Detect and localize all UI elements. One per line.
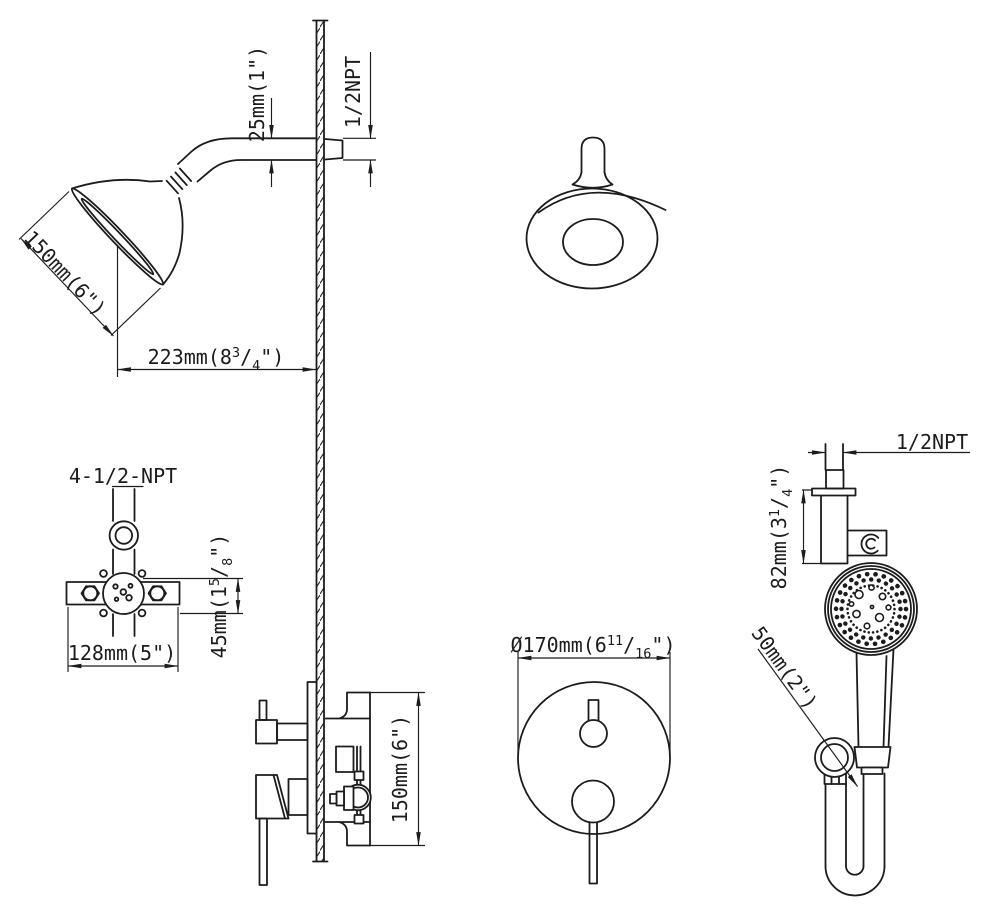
head-face-label: 150mm(6") (19, 226, 111, 321)
supply-nut (825, 469, 845, 490)
dim-arm-od: 25mm(1") (245, 46, 274, 187)
trim-plate-front-view (517, 681, 671, 885)
valve-ear-screw (99, 569, 108, 578)
dim-head-reach: 223mm(83/4") (116, 245, 317, 377)
bracket-tube (820, 494, 849, 565)
dim-plate-diameter: Ø170mm(611/16") (511, 633, 676, 756)
lever-handle-rod (258, 817, 268, 886)
diverter-knob-stub (258, 699, 268, 721)
lever-handle-body (255, 774, 290, 820)
diverter-knob-front (579, 719, 608, 748)
hose-inner-bend (845, 865, 865, 876)
valve-top-pipe (112, 488, 136, 522)
ring-diameter-label: 50mm(2") (747, 622, 823, 714)
head-front-stem (580, 136, 606, 173)
dim-valve-depth: 150mm(6") (370, 691, 425, 847)
dim-arm-thread: 1/2NPT (341, 52, 376, 187)
lever-rod-front (588, 821, 598, 885)
head-front-flare (571, 171, 614, 189)
valve-body-bottom-block (324, 821, 371, 847)
bracket-flange (811, 487, 857, 497)
valve-ear-screw (99, 608, 108, 618)
center-nozzles (848, 584, 892, 630)
valve-ear-screw (137, 608, 147, 618)
trim-plate-disc (517, 681, 671, 835)
shower-head-front-view (525, 136, 667, 290)
valve-height-label: 45mm(15/8") (207, 534, 236, 659)
dim-valve-width: 128mm(5") (67, 607, 179, 672)
head-reach-label: 223mm(83/4") (148, 345, 285, 374)
arm-thread-label: 1/2NPT (341, 56, 365, 128)
valve-width-label: 128mm(5") (68, 641, 176, 665)
wall-section (312, 19, 329, 863)
diverter-knob-neck (276, 722, 309, 741)
hose-legs (824, 772, 886, 867)
valve-body-mid-block (335, 745, 355, 773)
valve-trim-side-view (255, 681, 372, 886)
head-face-inner-lip (80, 197, 155, 276)
bracket-clip-arc (860, 533, 880, 555)
lever-handle-neck (287, 778, 309, 816)
valve-port-step3 (329, 793, 338, 805)
head-front-outer-rim (525, 187, 659, 290)
valve-ports-thread-label: 4-1/2-NPT (69, 464, 177, 488)
nozzle-ring-mid (839, 577, 903, 641)
valve-ear-screw (137, 569, 147, 578)
plate-diameter-label: Ø170mm(611/16") (511, 633, 676, 662)
valve-right-hex-port (147, 585, 167, 602)
handle-hose-connector (860, 766, 884, 775)
arm-connector-nut (165, 167, 193, 195)
lever-hub-front (571, 779, 615, 824)
dim-valve-height: 45mm(15/8") (143, 534, 243, 659)
handle-end-cap (853, 746, 892, 769)
valve-body-top-block (324, 691, 371, 720)
bracket-height-label: 82mm(31/4") (767, 465, 796, 590)
handshower-handle (855, 648, 895, 748)
head-bell-right-edge (162, 197, 184, 286)
holder-ring-inner (820, 743, 849, 772)
bracket-clip-housing (846, 529, 888, 557)
valve-left-hex-port (80, 585, 100, 602)
head-bell-top-edge (71, 178, 163, 190)
hand-shower-front-view (814, 562, 918, 897)
valve-bottom-pipe (112, 613, 136, 637)
shower-arm-top-edge (177, 137, 317, 165)
valve-union-nut (108, 520, 139, 551)
valve-mid-pipe (112, 548, 136, 575)
rough-in-valve-front-view: 4-1/2-NPT (65, 464, 181, 637)
valve-port-step2 (335, 790, 345, 807)
dim-supply-thread: 1/2NPT (808, 430, 970, 455)
arm-wall-nipple (324, 138, 344, 161)
head-front-inner-ring (562, 218, 624, 266)
wall-bracket-side-view (811, 443, 888, 565)
valve-cartridge-body (102, 572, 145, 615)
wall-outline (312, 19, 329, 863)
nozzle-ring-outer (833, 571, 909, 647)
valve-port-step1 (343, 785, 355, 811)
valve-depth-label: 150mm(6") (388, 715, 412, 823)
hose-outer-bend (824, 865, 886, 897)
supply-stub (824, 443, 844, 471)
diverter-stub-front (587, 699, 600, 721)
head-front-dome-edge (537, 191, 667, 214)
dim-bracket-height: 82mm(31/4") (767, 465, 821, 590)
shower-arm-bottom-edge (196, 159, 317, 183)
trim-plate-edge (306, 681, 318, 835)
arm-od-label: 25mm(1") (245, 46, 269, 142)
wall-hatching (316, 21, 324, 861)
supply-thread-label: 1/2NPT (896, 430, 968, 454)
diverter-knob-body (255, 719, 278, 745)
nozzle-ring-beaded (846, 584, 896, 634)
shower-head-side-view (70, 137, 344, 286)
